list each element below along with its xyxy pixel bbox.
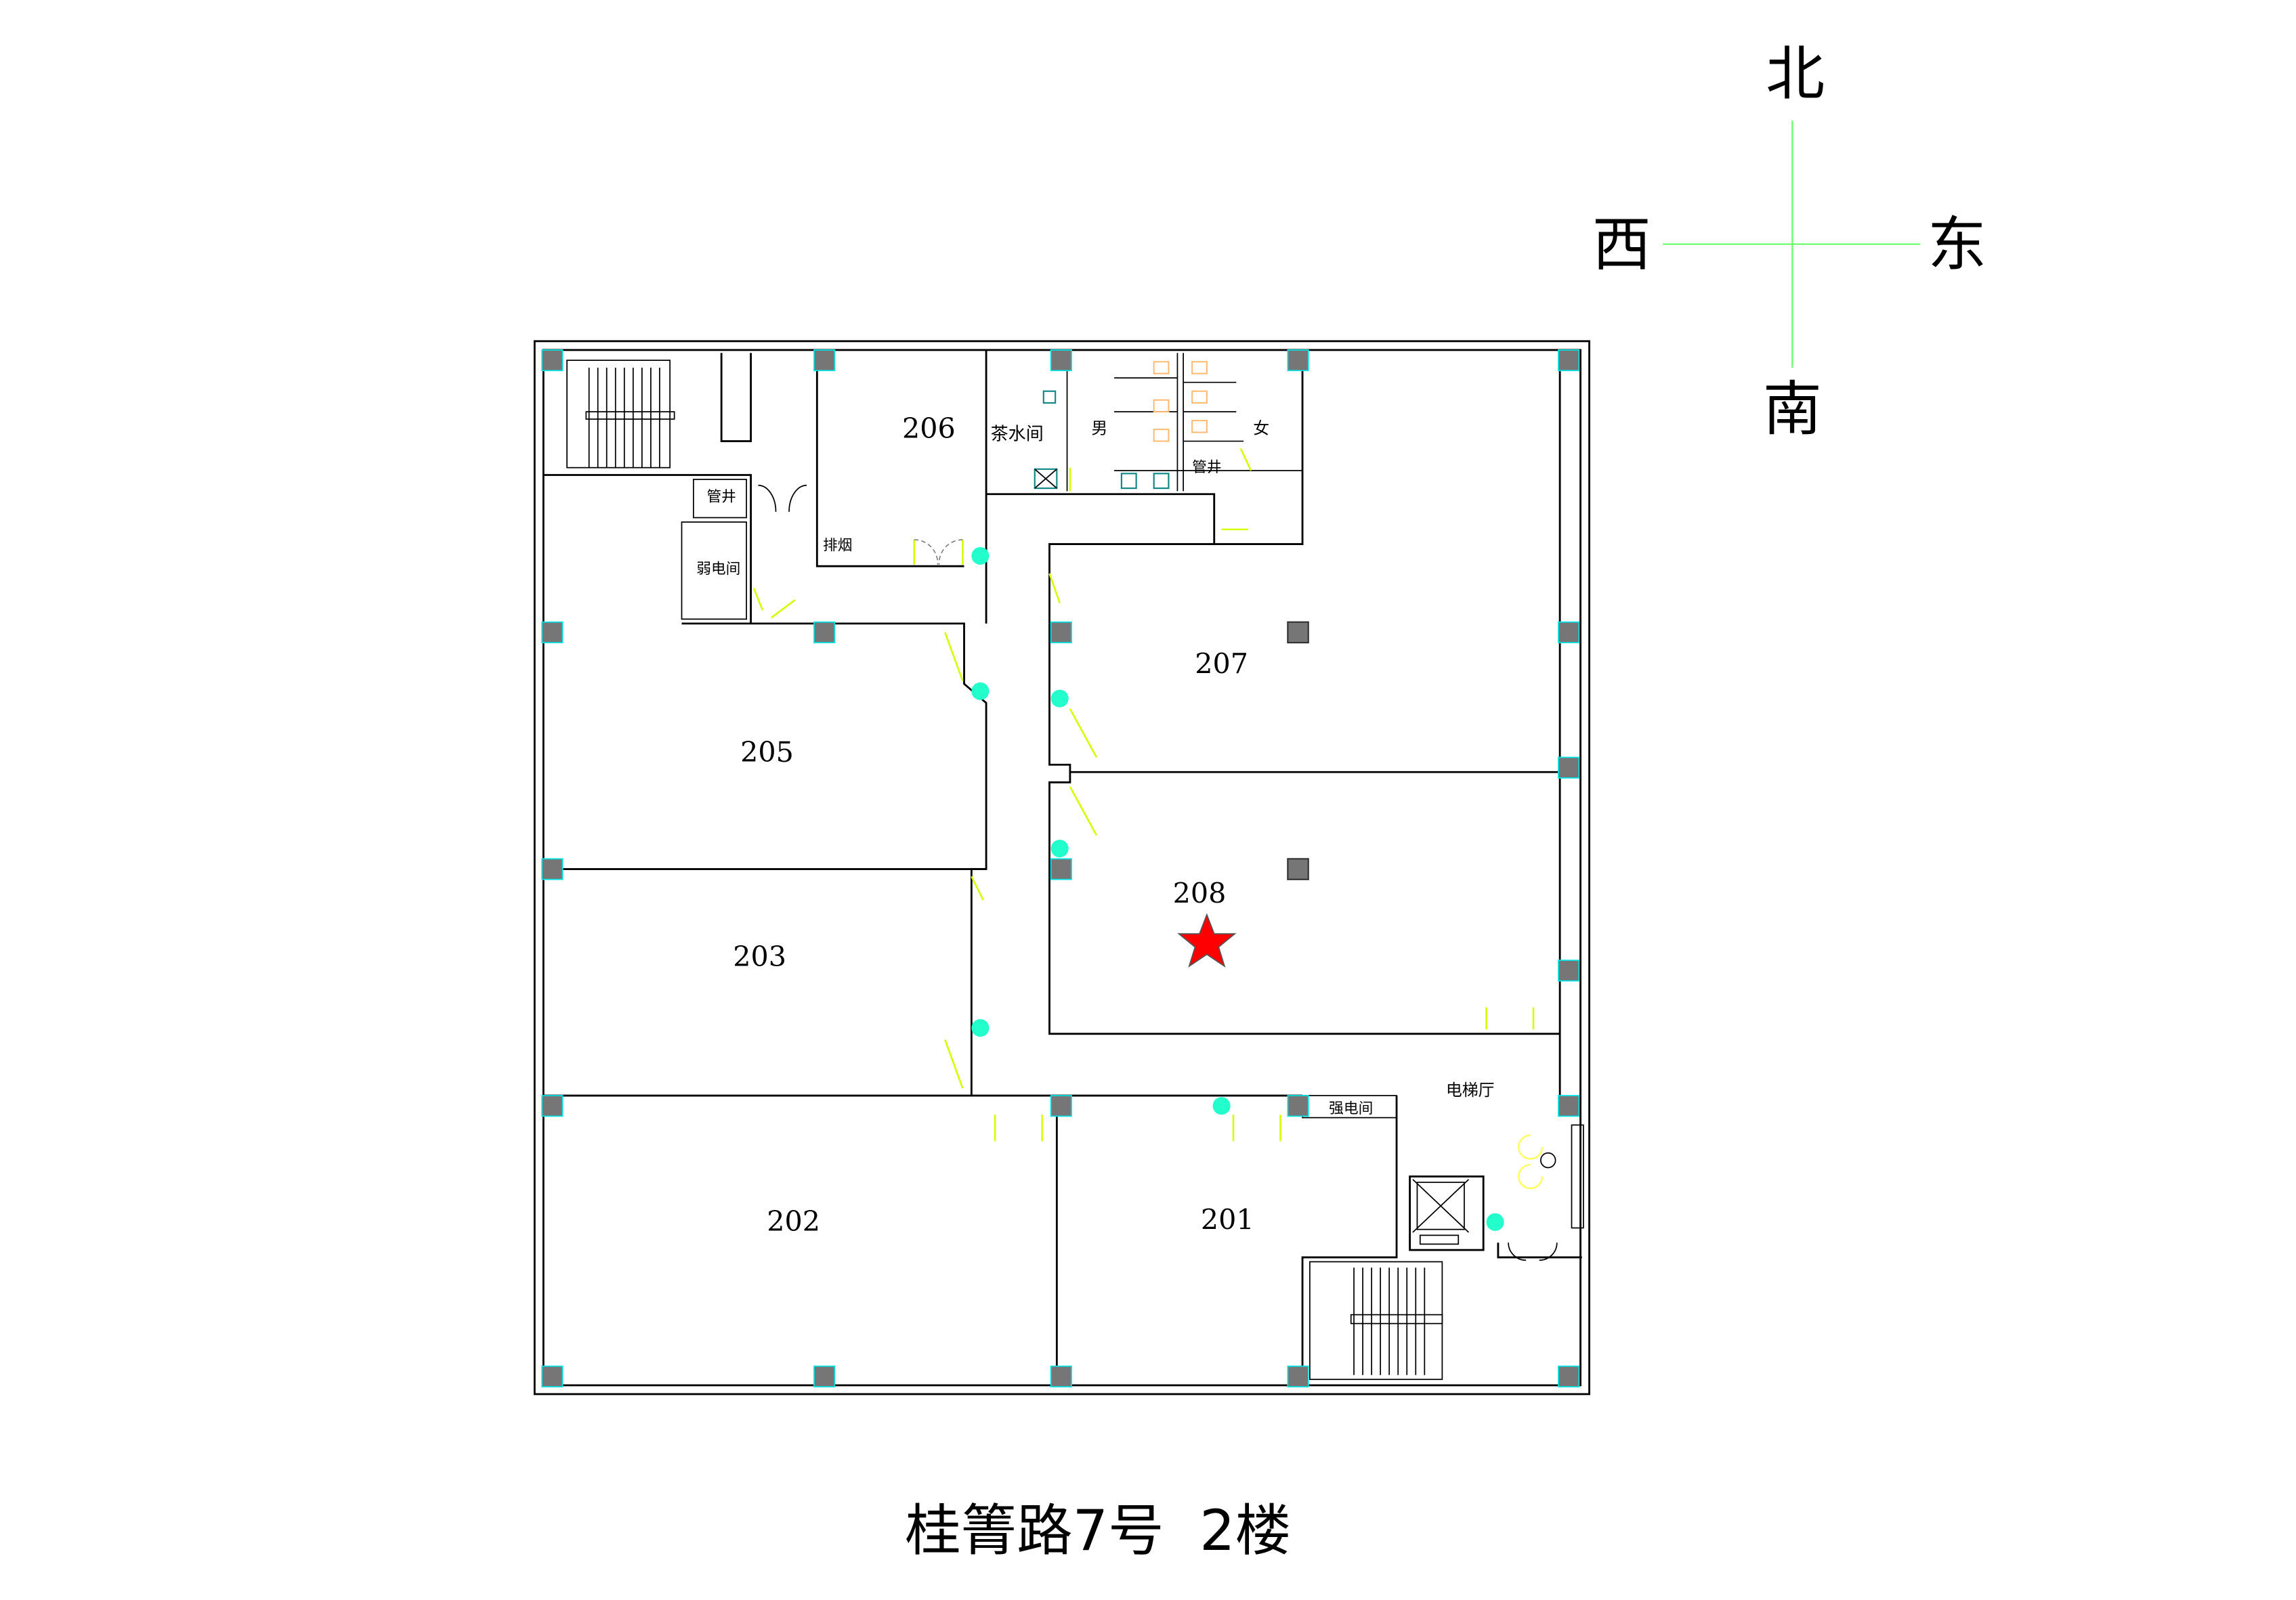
compass: 北 西 东 南 [1592,40,1986,444]
structural-column [541,621,564,643]
structural-column [1287,1095,1309,1117]
structural-column [813,621,836,643]
plants [971,546,1504,1231]
structural-column [1558,1365,1580,1387]
room-203-label: 203 [733,940,786,973]
page-title: 桂箐路7号 2楼 [905,1498,1291,1563]
compass-east: 东 [1928,211,1986,279]
compass-north: 北 [1766,40,1825,108]
structural-column [541,349,564,372]
structural-column [1287,858,1309,880]
structural-column [541,1365,564,1387]
stairs-south [1350,1268,1443,1375]
structural-column [1050,1365,1072,1387]
structural-column [1558,621,1580,643]
plant-icon [1486,1213,1504,1231]
structural-column [1287,349,1309,372]
facility-labels: 茶水间 男 女 管井 管井 排烟 弱电间 强电间 电梯厅 [696,419,1494,1117]
men-restroom-label: 男 [1091,419,1107,438]
structural-column [1050,858,1072,880]
shaft-west-label: 管井 [706,489,736,506]
smoke-exhaust-label: 排烟 [823,537,852,554]
room-206-label: 206 [902,412,956,445]
columns [541,349,1580,1387]
structural-column [813,1365,836,1387]
plant-icon [971,546,990,565]
interior-walls [543,349,1584,1385]
women-restroom-label: 女 [1253,419,1269,438]
star-icon [1177,913,1237,968]
toilet-fixtures [1042,361,1208,490]
room-205-label: 205 [740,736,794,769]
plant-icon [1050,840,1069,858]
elevator-lobby-label: 电梯厅 [1446,1081,1495,1100]
structural-column [1050,621,1072,643]
room-201-label: 201 [1201,1204,1254,1236]
room-labels: 206 207 205 208 203 202 201 [733,412,1254,1238]
structural-column [1287,1365,1309,1387]
stairs-north [585,367,675,468]
plant-icon [1212,1097,1231,1115]
structural-column [1558,959,1580,982]
compass-west: 西 [1592,211,1651,279]
structural-column [1050,1095,1072,1117]
structural-column [1050,349,1072,372]
electrical-room-label: 强电间 [1329,1100,1373,1117]
structural-column [813,349,836,372]
plant-icon [971,682,990,700]
doors [752,448,1558,1261]
structural-column [1558,756,1580,779]
plant-icon [1050,689,1069,708]
structural-column [541,858,564,880]
low-voltage-room-label: 弱电间 [696,561,740,578]
structural-column [1558,1095,1580,1117]
room-202-label: 202 [767,1205,820,1238]
compass-south: 南 [1763,375,1822,444]
shaft-east-label: 管井 [1192,459,1221,476]
room-207-label: 207 [1195,648,1248,680]
plant-icon [971,1019,990,1037]
pantry-label: 茶水间 [991,424,1044,444]
structural-column [1287,621,1309,644]
structural-column [1558,349,1580,372]
room-208-label: 208 [1173,878,1227,910]
structural-column [541,1095,564,1117]
